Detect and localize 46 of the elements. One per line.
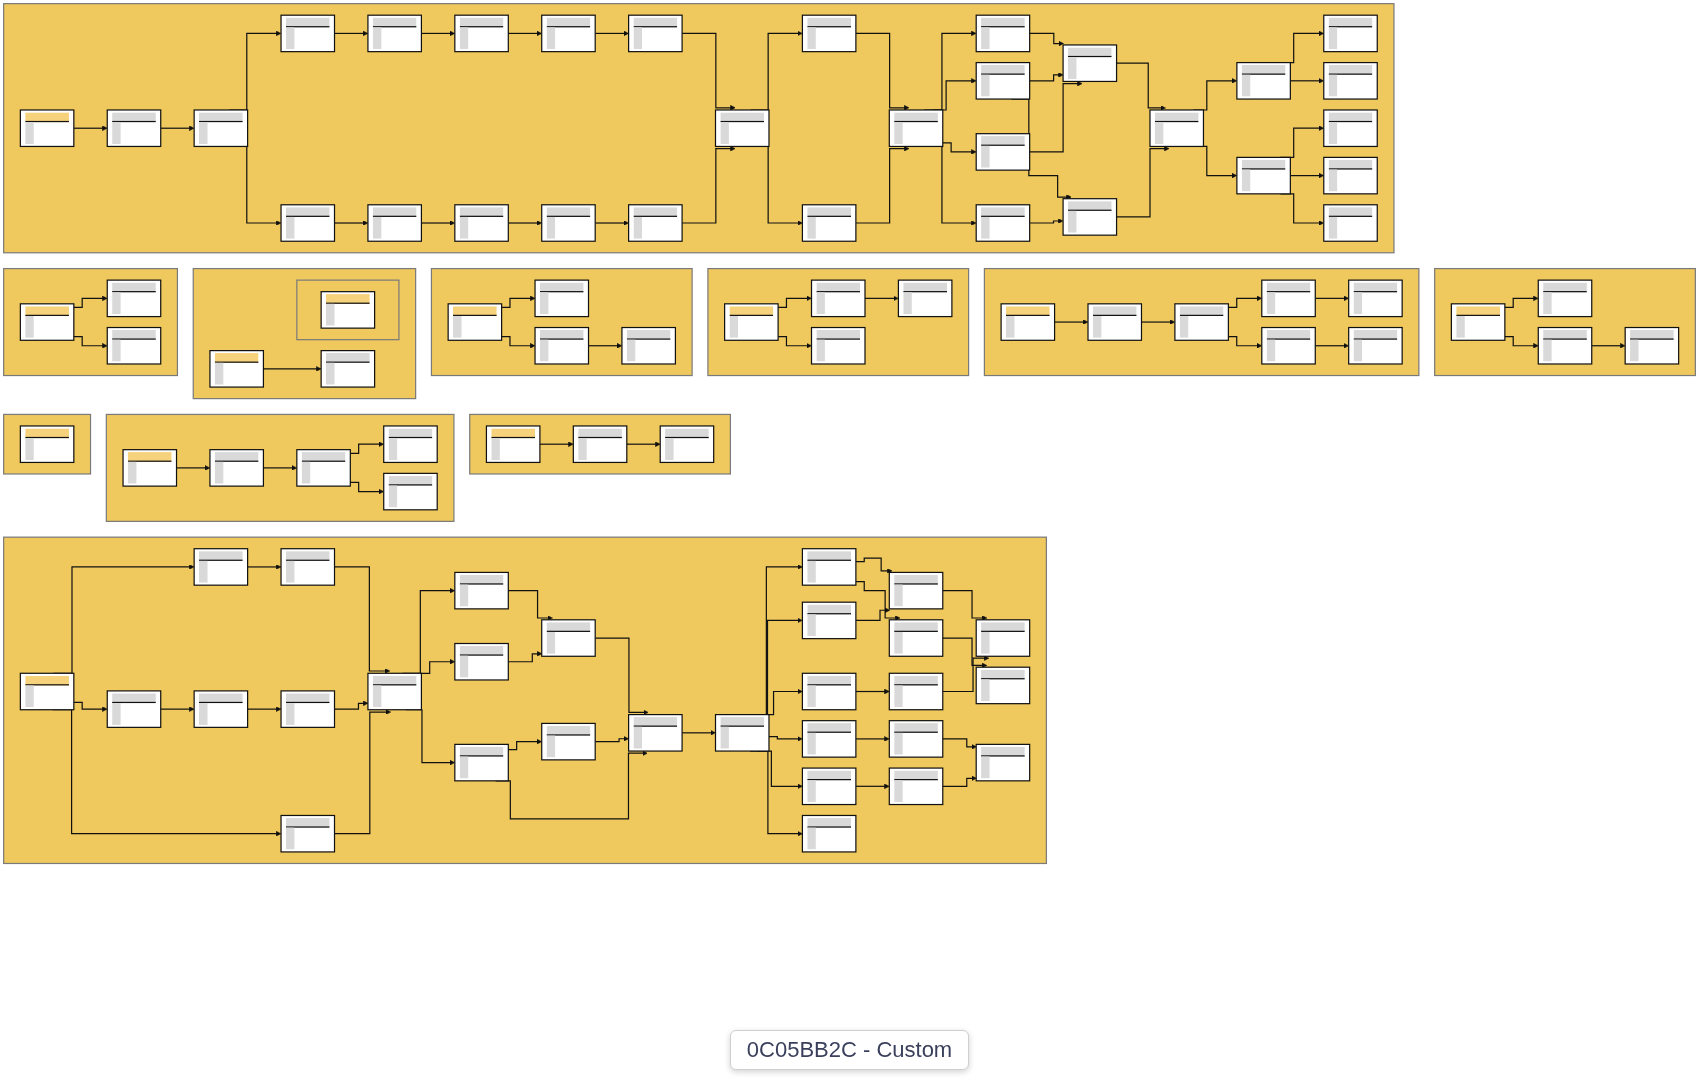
arrow [73, 336, 108, 349]
arrow [855, 688, 890, 695]
cluster [983, 267, 1420, 377]
arrow [855, 783, 890, 789]
arrow [942, 590, 988, 621]
cluster [1434, 267, 1696, 377]
cluster [3, 3, 1395, 254]
cluster [469, 413, 731, 475]
cluster [707, 267, 970, 377]
arrow [1029, 80, 1083, 153]
arrow [942, 142, 977, 155]
cluster [192, 267, 417, 400]
arrow [1029, 32, 1064, 47]
arrow [501, 295, 536, 309]
cluster [296, 279, 400, 341]
cluster [430, 267, 693, 377]
arrow [247, 706, 282, 712]
arrow [247, 564, 282, 570]
arrow [855, 557, 893, 574]
arrow [942, 655, 990, 693]
cluster [105, 413, 455, 522]
arrow [73, 295, 108, 309]
cluster [3, 267, 179, 377]
arrow [855, 607, 891, 621]
arrow [1029, 72, 1064, 82]
cluster [3, 536, 1047, 865]
arrow [1029, 218, 1064, 224]
cluster [3, 413, 92, 475]
arrow [73, 701, 108, 712]
arrow [942, 738, 977, 750]
arrow [501, 336, 536, 349]
tooltip-label: 0C05BB2C - Custom [729, 1030, 970, 1070]
arrow [942, 775, 977, 787]
arrow [73, 125, 108, 131]
arrow [942, 637, 988, 669]
arrow [855, 736, 890, 742]
arrow [626, 441, 661, 447]
arrow [768, 735, 803, 742]
arrow [1591, 343, 1626, 349]
arrow [1504, 336, 1539, 349]
arrow [855, 146, 910, 224]
arrow [160, 706, 195, 712]
arrow [1504, 295, 1539, 309]
arrow [855, 32, 910, 111]
arrow [160, 125, 195, 131]
arrow [539, 441, 574, 447]
